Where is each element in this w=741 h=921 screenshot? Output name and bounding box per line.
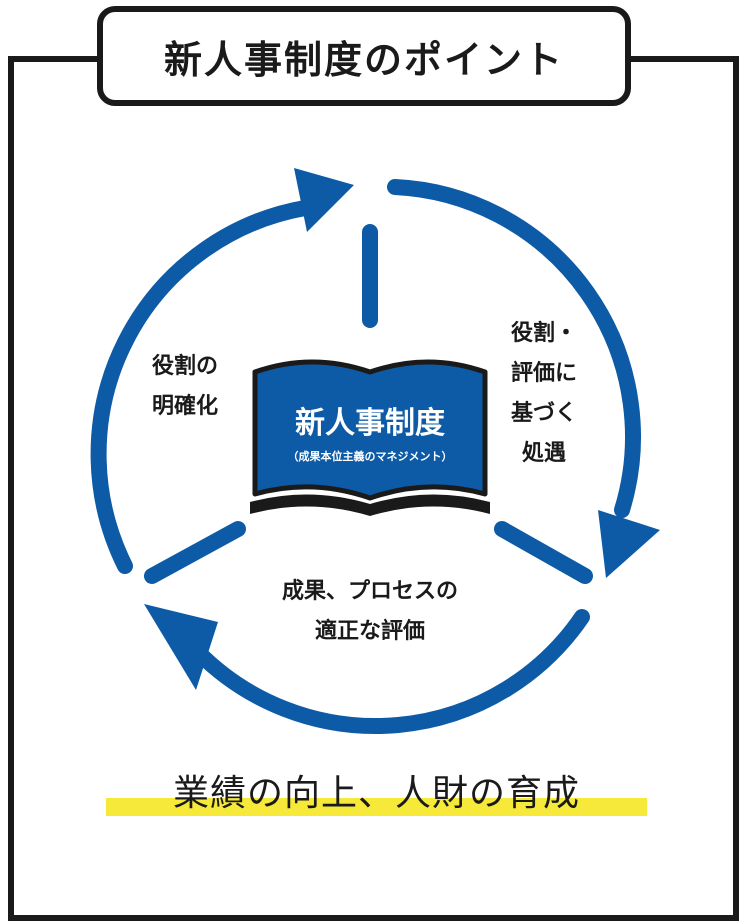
title-box: 新人事制度のポイント bbox=[97, 6, 631, 106]
outcome-highlight bbox=[106, 798, 647, 816]
label-line: 明確化 bbox=[151, 394, 218, 419]
cycle-arc-right bbox=[387, 179, 641, 518]
book-subtitle: （成果本位主義のマネジメント） bbox=[287, 450, 453, 463]
label-line: 評価に bbox=[510, 361, 577, 386]
cycle-arc-bottom bbox=[190, 609, 590, 734]
book-icon bbox=[250, 359, 490, 516]
label-role-clarification: 役割の 明確化 bbox=[130, 347, 240, 427]
outcome-text: 業績の向上、人財の育成 bbox=[172, 773, 580, 814]
arrowhead-right bbox=[598, 510, 660, 578]
label-line: 役割の bbox=[151, 354, 218, 379]
spoke-left bbox=[144, 521, 246, 584]
label-line: 役割・ bbox=[510, 321, 577, 346]
label-line: 処遇 bbox=[521, 441, 566, 466]
cycle-arc-left bbox=[90, 200, 313, 574]
book-title: 新人事制度 bbox=[295, 406, 445, 441]
label-line: 適正な評価 bbox=[314, 619, 425, 644]
label-evaluation-treatment: 役割・ 評価に 基づく 処遇 bbox=[494, 314, 594, 474]
page-title: 新人事制度のポイント bbox=[163, 37, 564, 82]
label-line: 成果、プロセスの bbox=[281, 579, 458, 604]
arrowhead-top bbox=[294, 168, 354, 232]
label-fair-evaluation: 成果、プロセスの 適正な評価 bbox=[225, 572, 515, 652]
arrowhead-bottom bbox=[144, 604, 218, 690]
label-line: 基づく bbox=[510, 401, 577, 426]
spoke-right bbox=[494, 521, 593, 584]
